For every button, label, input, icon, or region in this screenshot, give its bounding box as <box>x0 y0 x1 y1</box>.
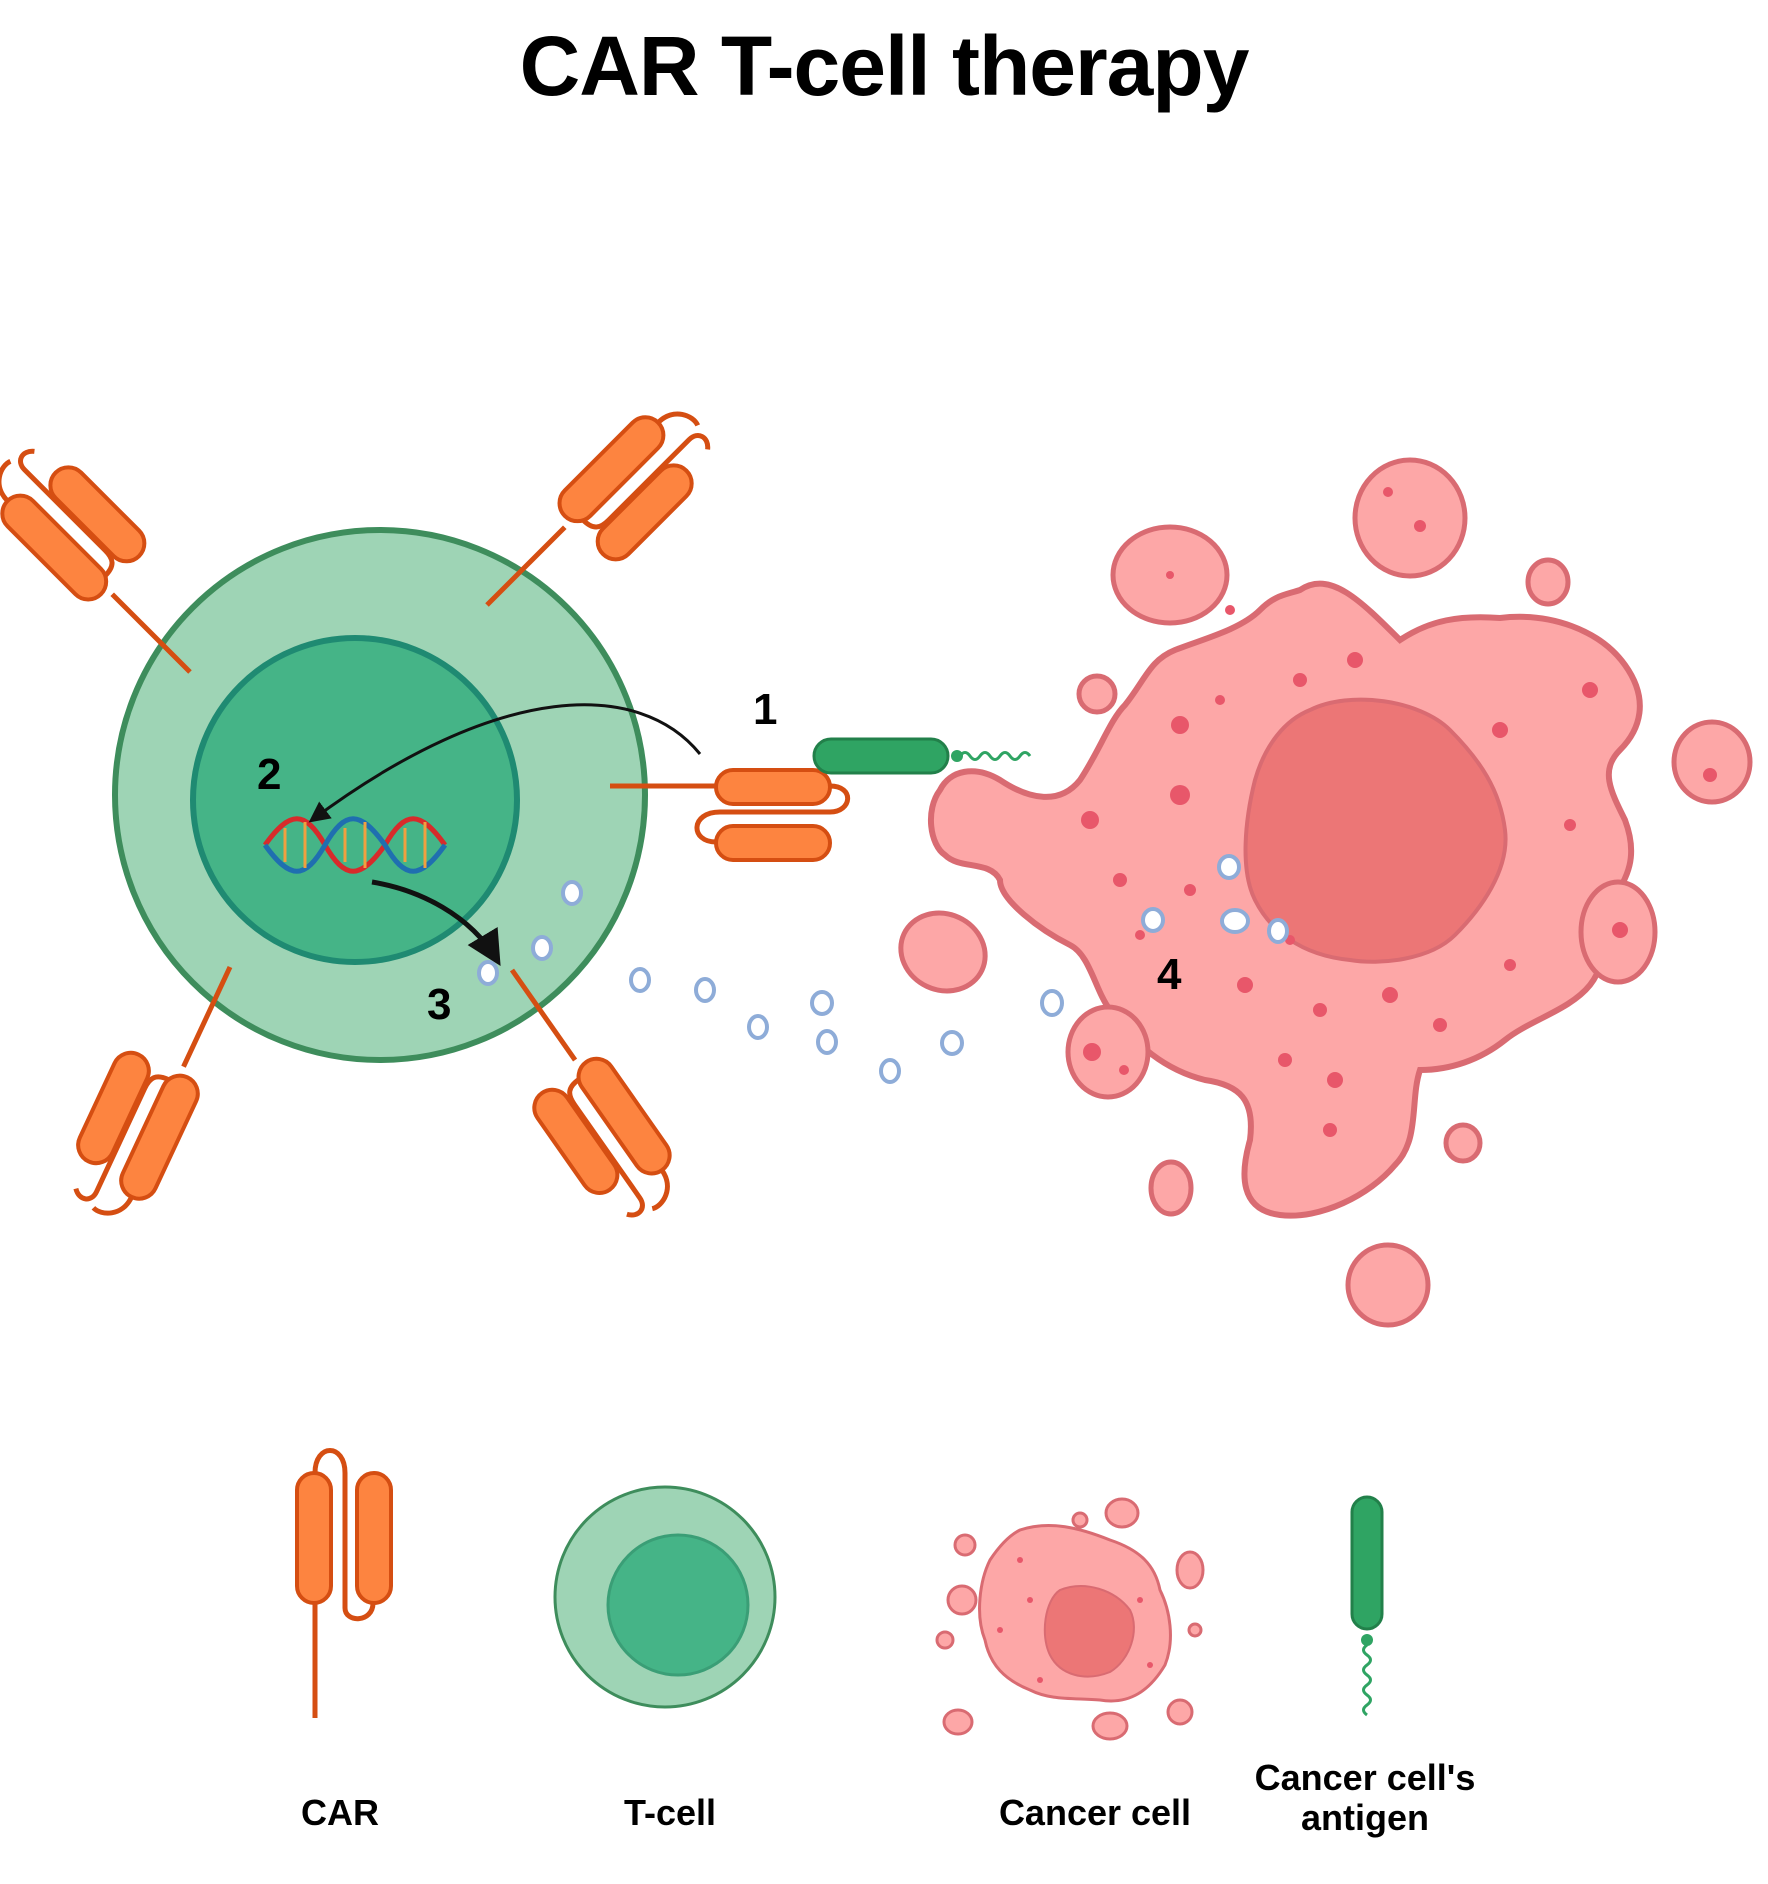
legend-car-icon <box>295 1448 393 1718</box>
step-number-3: 3 <box>427 980 452 1029</box>
bleb-dots <box>1083 487 1717 1075</box>
legend-cancer-cell-icon <box>935 1497 1205 1741</box>
page-title: CAR T-cell therapy <box>519 19 1250 113</box>
cancer-cell-nucleus <box>1243 697 1508 964</box>
legend-label-cancer-cell: Cancer cell <box>998 1792 1192 1833</box>
legend-t-cell-icon <box>553 1485 777 1709</box>
car-receptor-bottom-left <box>55 940 254 1229</box>
cancer-blebs <box>898 457 1753 1328</box>
car-receptor-binding <box>610 768 851 862</box>
step-number-1: 1 <box>753 685 778 734</box>
cancer-cell <box>927 580 1643 1219</box>
dna-helix-icon <box>262 816 448 874</box>
legend-label-t-cell: T-cell <box>623 1792 717 1833</box>
step-number-2: 2 <box>257 750 282 799</box>
cytotoxic-vesicles <box>477 854 1289 1084</box>
legend-label-antigen: Cancer cell's antigen <box>1254 1757 1476 1838</box>
legend-antigen-icon <box>1350 1495 1384 1717</box>
t-cell-nucleus <box>190 635 520 965</box>
signal-arrow <box>308 703 702 823</box>
expression-arrow <box>371 879 501 967</box>
t-cell <box>112 527 648 1063</box>
step-number-4: 4 <box>1157 950 1182 999</box>
cancer-antigen-bound <box>812 737 1032 775</box>
legend-label-car: CAR <box>301 1792 379 1833</box>
